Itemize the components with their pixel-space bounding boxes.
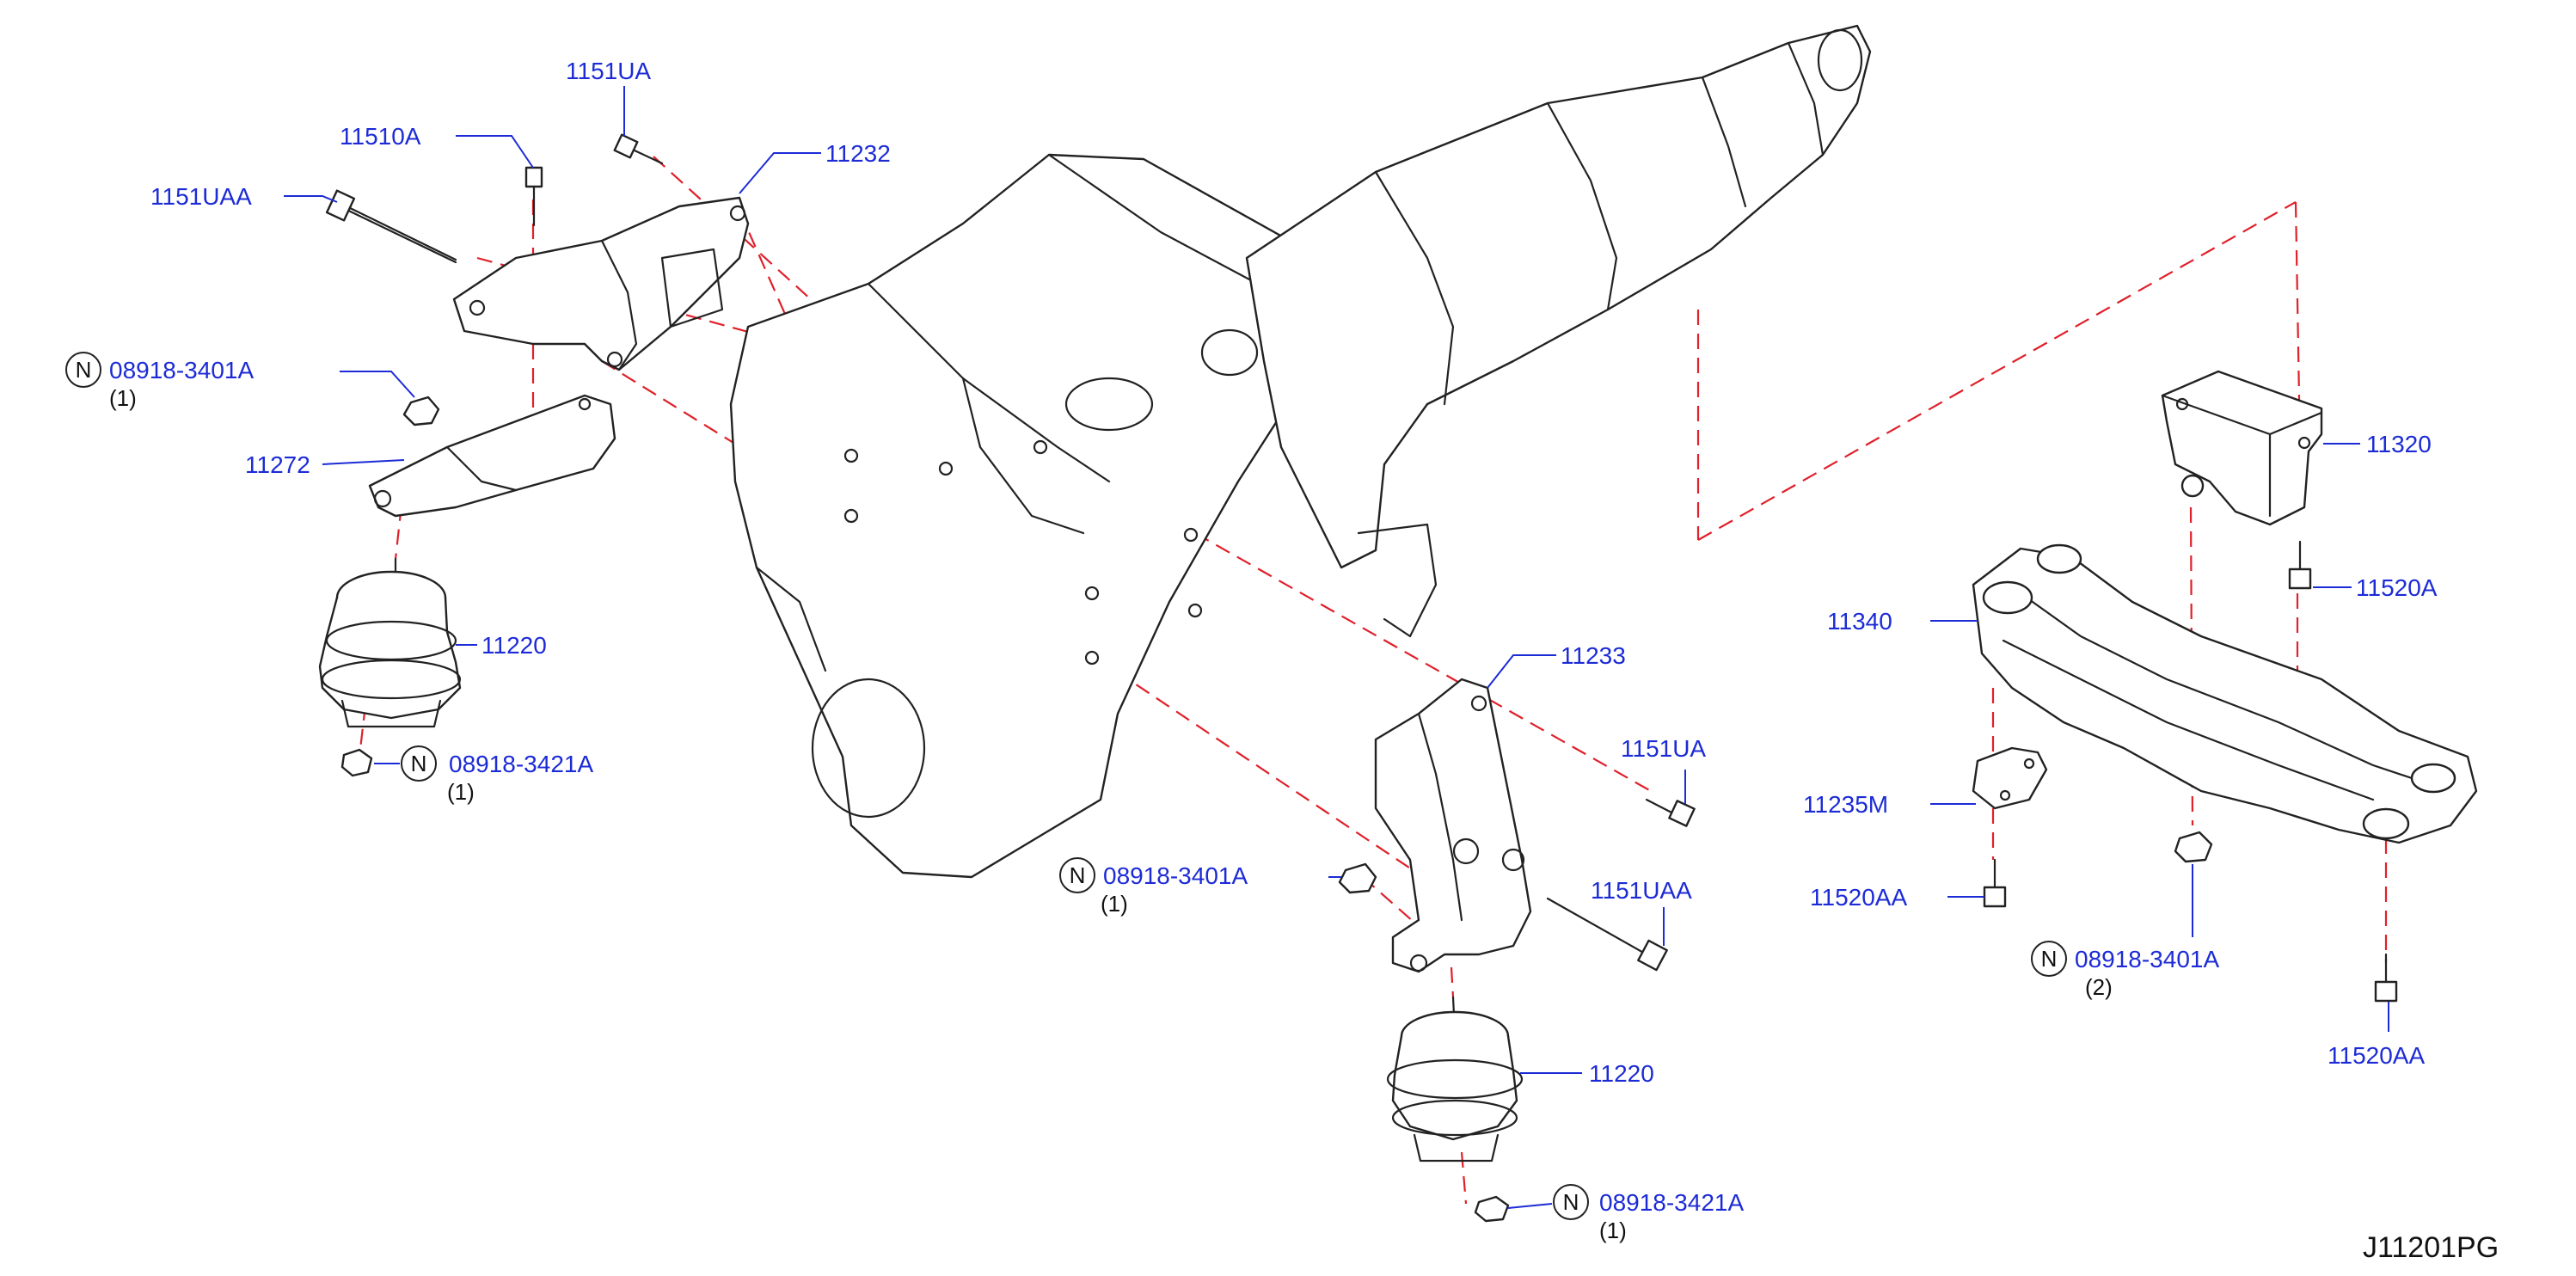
insulator-right-part [1386, 996, 1524, 1163]
rear-mount-crossmember-assembly [1972, 370, 2478, 1003]
qty-08918-3401A-left: (1) [109, 385, 137, 411]
long-bolt-left-part [325, 189, 457, 264]
note-mark-circle [401, 745, 437, 782]
long-bolt-right-part [1546, 897, 1668, 972]
right-mount-assembly [1338, 678, 1696, 1223]
qty-08918-3421A-left: (1) [447, 779, 475, 805]
note-mark: N [411, 751, 427, 776]
label-11220-left[interactable]: 11220 [481, 632, 547, 659]
label-08918-3421A-left[interactable]: 08918-3421A [449, 751, 593, 777]
note-mark-circle [1553, 1184, 1589, 1220]
leader-lines [284, 86, 2389, 1209]
label-11272[interactable]: 11272 [245, 451, 310, 478]
note-mark: N [1563, 1189, 1579, 1215]
label-11320[interactable]: 11320 [2366, 431, 2432, 457]
insulator-left-part [318, 557, 462, 728]
nut-bottom-left-part [340, 748, 373, 777]
label-11520AA-right[interactable]: 11520AA [2328, 1042, 2425, 1069]
label-1151UAA-right[interactable]: 1151UAA [1591, 877, 1692, 904]
label-1151UAA-left[interactable]: 1151UAA [150, 183, 252, 210]
diagram-code: J11201PG [2363, 1231, 2499, 1264]
label-11232[interactable]: 11232 [825, 140, 891, 167]
label-08918-3401A-crossmember[interactable]: 08918-3401A [2075, 946, 2219, 972]
note-mark: N [76, 357, 92, 383]
label-08918-3401A-left[interactable]: 08918-3401A [109, 357, 254, 383]
label-11220-right[interactable]: 11220 [1589, 1060, 1654, 1087]
label-1151UA-top[interactable]: 1151UA [566, 58, 651, 84]
cm-bolt-left-part [1983, 858, 2007, 908]
qty-08918-3421A-right: (1) [1599, 1218, 1627, 1243]
bolt-1151UA-top-part [613, 133, 664, 165]
bolt-11510A-part [524, 166, 543, 227]
note-mark-circle [2031, 941, 2067, 977]
rear-bolt-part [2288, 540, 2312, 590]
engine-transmission-assembly [729, 24, 1872, 879]
label-11520A[interactable]: 11520A [2356, 574, 2438, 601]
label-08918-3421A-right[interactable]: 08918-3421A [1599, 1189, 1744, 1216]
label-11235M[interactable]: 11235M [1803, 791, 1888, 818]
nut-center-part [1338, 862, 1377, 894]
label-11510A[interactable]: 11510A [340, 123, 421, 150]
note-marks: N N N N N [65, 352, 2067, 1220]
cm-nut-part [2174, 831, 2213, 863]
note-mark: N [1070, 862, 1086, 888]
qty-08918-3401A-crossmember: (2) [2085, 974, 2113, 1000]
label-08918-3401A-center[interactable]: 08918-3401A [1103, 862, 1248, 889]
label-11520AA-left[interactable]: 11520AA [1810, 884, 1907, 911]
left-mount-assembly [318, 133, 750, 777]
label-11340[interactable]: 11340 [1827, 608, 1892, 635]
label-11233[interactable]: 11233 [1561, 642, 1626, 669]
label-1151UA-right[interactable]: 1151UA [1621, 735, 1706, 762]
cm-bolt-right-part [2374, 953, 2398, 1003]
note-mark: N [2041, 946, 2058, 972]
qty-08918-3401A-center: (1) [1101, 891, 1128, 917]
note-mark-circle [65, 352, 101, 388]
nut-bottom-right-part [1474, 1195, 1510, 1223]
note-mark-circle [1059, 857, 1095, 893]
nut-left-part [402, 396, 440, 426]
part-labels: 1151UA 11510A 11232 1151UAA 08918-3401A … [109, 58, 2438, 1243]
bolt-1151UA-right-part [1645, 798, 1696, 827]
